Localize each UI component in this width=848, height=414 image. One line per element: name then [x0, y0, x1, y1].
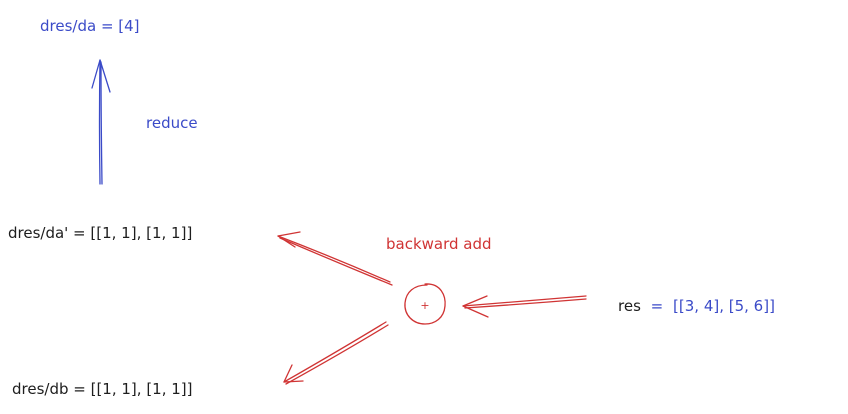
result-label: res = [[3, 4], [5, 6]] — [618, 297, 775, 315]
result-prefix: res — [618, 297, 641, 315]
result-value: [[3, 4], [5, 6]] — [673, 297, 775, 315]
top-gradient-label: dres/da = [4] — [40, 17, 140, 35]
result-equals: = — [651, 297, 664, 315]
arrow-from-res — [462, 295, 587, 318]
backward-add-label: backward add — [386, 235, 492, 253]
reduce-arrow — [91, 59, 111, 185]
reduce-label: reduce — [146, 114, 198, 132]
mid-gradient-label: dres/da' = [[1, 1], [1, 1]] — [8, 224, 192, 242]
plus-symbol: + — [420, 299, 429, 312]
bottom-gradient-label: dres/db = [[1, 1], [1, 1]] — [12, 380, 193, 398]
arrow-to-db — [283, 321, 389, 385]
arrow-to-da-prime — [277, 231, 393, 286]
add-node — [404, 283, 446, 325]
